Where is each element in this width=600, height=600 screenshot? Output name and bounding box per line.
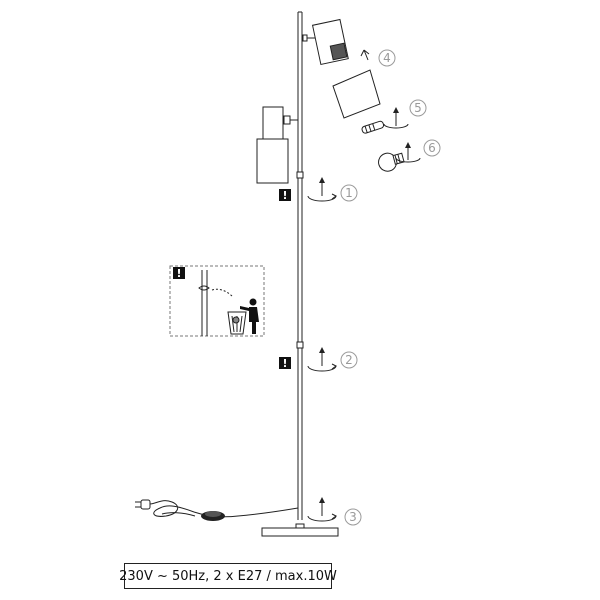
svg-text:!: ! <box>176 267 181 280</box>
step-marker-2: 2 <box>340 351 358 369</box>
step-number-6: 6 <box>428 141 436 155</box>
step-number-3: 3 <box>349 510 357 524</box>
step-number-2: 2 <box>345 353 353 367</box>
lamp-base <box>261 523 339 537</box>
warning-icon: ! <box>279 189 291 202</box>
warning-icon: ! <box>173 267 185 280</box>
svg-text:!: ! <box>282 189 287 202</box>
pole-segment-detail <box>198 270 233 336</box>
lamp-pole <box>296 11 304 520</box>
person-icon <box>240 298 259 334</box>
trash-bin-icon <box>227 311 247 335</box>
power-specification-label: 230V ~ 50Hz, 2 x E27 / max.10W <box>119 563 337 589</box>
lower-spotlight <box>256 106 298 184</box>
step-marker-6: 6 <box>423 139 441 157</box>
upper-spotlight <box>302 18 349 66</box>
rotate-arrow-icon <box>307 497 337 522</box>
step-number-5: 5 <box>414 101 422 115</box>
lamp-shade-icon <box>332 49 381 119</box>
step-marker-5: 5 <box>409 99 427 117</box>
foot-switch-icon <box>201 511 225 521</box>
rotate-arrow-icon <box>383 107 409 129</box>
step-number-1: 1 <box>345 186 353 200</box>
plug-icon <box>135 499 151 510</box>
rotate-arrow-icon <box>395 142 421 163</box>
step-number-4: 4 <box>383 51 391 65</box>
step-marker-1: 1 <box>340 184 358 202</box>
rotate-arrow-icon <box>307 177 337 202</box>
step-marker-4: 4 <box>378 49 396 67</box>
svg-text:!: ! <box>282 357 287 370</box>
step-marker-3: 3 <box>344 508 362 526</box>
disposal-inset: ! <box>169 265 265 337</box>
warning-icon: ! <box>279 357 291 370</box>
rotate-arrow-icon <box>307 347 337 372</box>
ring-connector-icon <box>361 120 385 134</box>
